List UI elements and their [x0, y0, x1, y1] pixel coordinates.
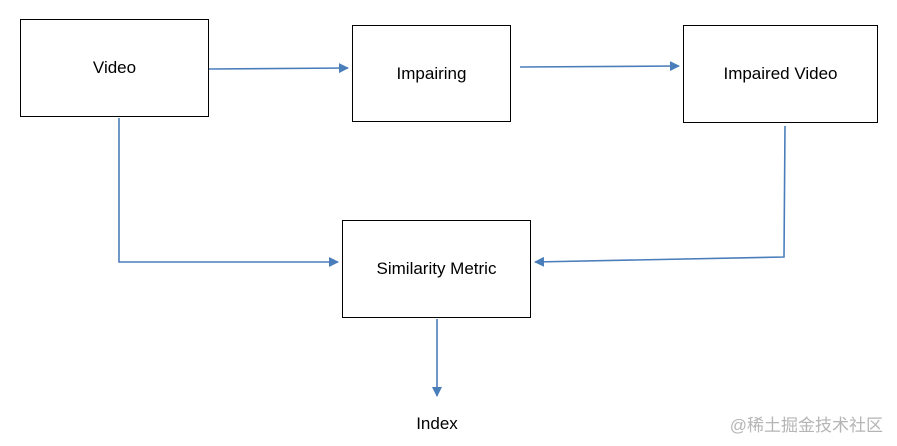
edge-video-to-similarity-metric: [118, 118, 339, 267]
node-video: Video: [20, 19, 209, 117]
output-index-label: Index: [416, 414, 458, 433]
node-impaired-video: Impaired Video: [683, 25, 878, 123]
node-video-label: Video: [92, 58, 137, 77]
node-impairing: Impairing: [352, 25, 511, 122]
edge-impaired-video-to-similarity-metric: [534, 125, 786, 267]
edge-impairing-to-impaired-video: [519, 61, 680, 72]
watermark: @稀土掘金技术社区: [729, 416, 883, 435]
node-impairing-label: Impairing: [396, 63, 467, 83]
edge-video-to-impairing: [208, 63, 349, 74]
node-similarity-metric: Similarity Metric: [342, 220, 531, 318]
node-similarity-metric-label: Similarity Metric: [376, 259, 497, 278]
node-impaired-video-label: Impaired Video: [723, 64, 838, 83]
